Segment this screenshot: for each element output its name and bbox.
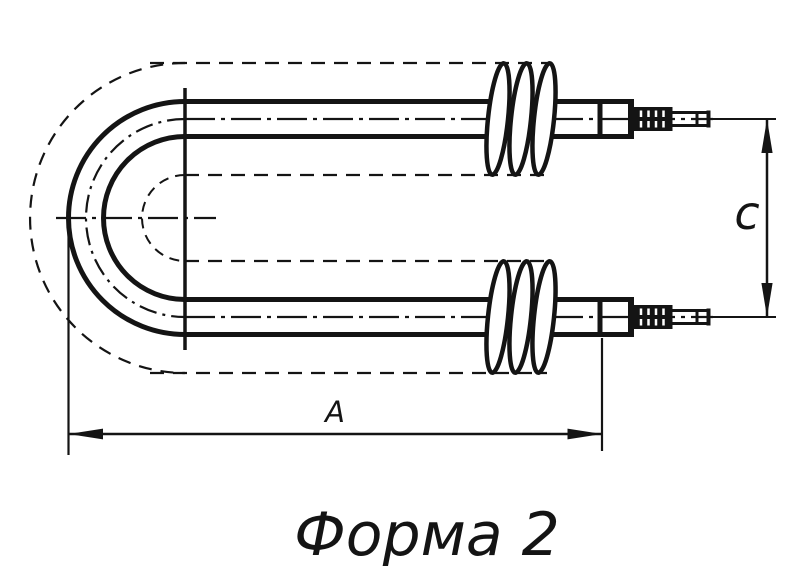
dimension-a-arrow-right: [567, 428, 602, 440]
caption-form-label: Форма 2: [294, 500, 560, 566]
bend-outer-envelope-arc: [28, 61, 186, 375]
bend-centerline-arc: [84, 117, 186, 319]
fin-envelope-dashed-lines: [150, 61, 547, 375]
dimension-a: A: [67, 205, 604, 455]
dimension-c-arrow-top: [761, 119, 773, 153]
dimension-c-arrow-bottom: [761, 283, 773, 317]
upper-tube-leg: [183, 99, 776, 139]
lower-spiral-fin: [482, 260, 560, 373]
dimension-a-label: A: [323, 395, 345, 429]
bend-inner-wall-arc: [101, 134, 186, 302]
bend-inner-envelope-arc: [141, 174, 186, 262]
lower-tube-leg: [183, 297, 776, 337]
dimension-c-label: c: [734, 186, 759, 240]
u-bend: [28, 61, 216, 375]
upper-spiral-fin: [482, 62, 560, 175]
dimension-a-arrow-left: [68, 428, 103, 440]
dimension-c: c: [734, 119, 773, 317]
